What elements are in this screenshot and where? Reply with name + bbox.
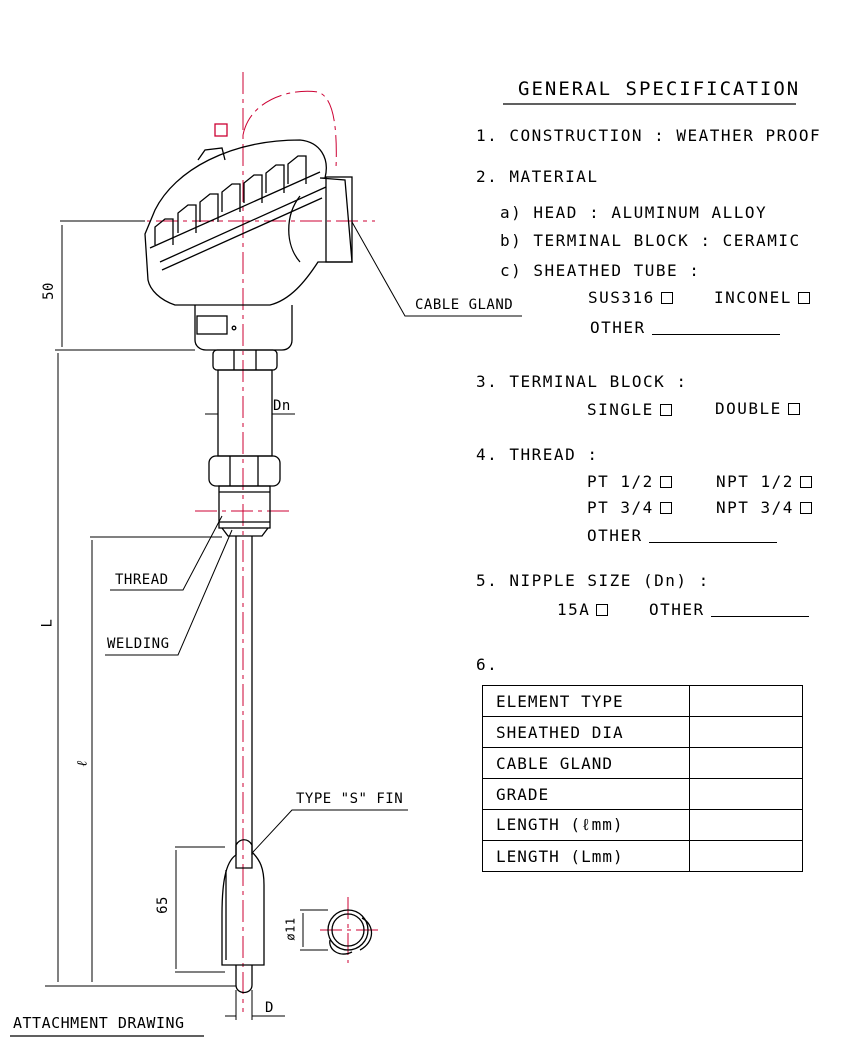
head-fins <box>154 155 307 245</box>
dim-65-label: 65 <box>154 896 171 914</box>
inconel-checkbox[interactable] <box>797 292 810 304</box>
pt12-checkbox[interactable] <box>659 476 672 488</box>
option-npt34: NPT 3/4 <box>716 498 812 517</box>
sus316-checkbox[interactable] <box>660 292 673 304</box>
table-cell-value[interactable] <box>689 809 803 841</box>
double-checkbox[interactable] <box>787 403 800 415</box>
table-row: GRADE <box>482 778 803 810</box>
table-cell-value[interactable] <box>689 716 803 748</box>
table-row: LENGTH (ℓmm) <box>482 809 803 841</box>
option-inconel-label: INCONEL <box>714 288 792 307</box>
spec-nipple-size: 5. NIPPLE SIZE (Dn) : <box>476 571 710 590</box>
spec-terminal-block-material: b) TERMINAL BLOCK : CERAMIC <box>500 231 801 250</box>
table-row: LENGTH (Lmm) <box>482 840 803 872</box>
other-nipple-field[interactable] <box>710 602 809 617</box>
option-other-thread-label: OTHER <box>587 526 643 545</box>
dim-l-label: ℓ <box>74 760 91 767</box>
other-material-field[interactable] <box>651 320 780 335</box>
option-sus316: SUS316 <box>588 288 673 307</box>
table-cell-label: LENGTH (ℓmm) <box>482 809 690 841</box>
option-other-thread: OTHER <box>587 526 777 545</box>
table-row: CABLE GLAND <box>482 747 803 779</box>
dim-D-label: D <box>265 1000 274 1016</box>
section-view <box>327 909 373 955</box>
spec-title: GENERAL SPECIFICATION <box>518 78 801 100</box>
spec-thread: 4. THREAD : <box>476 445 599 464</box>
leader-lines <box>105 221 522 853</box>
table-cell-label: CABLE GLAND <box>482 747 690 779</box>
dim-L-label: L <box>39 618 56 628</box>
option-other-nipple-label: OTHER <box>649 600 705 619</box>
table-cell-label: SHEATHED DIA <box>482 716 690 748</box>
option-double: DOUBLE <box>715 399 800 418</box>
npt12-checkbox[interactable] <box>799 476 812 488</box>
pt34-checkbox[interactable] <box>659 502 672 514</box>
option-other-material: OTHER <box>590 318 780 337</box>
option-sus316-label: SUS316 <box>588 288 655 307</box>
option-single-label: SINGLE <box>587 400 654 419</box>
option-pt34-label: PT 3/4 <box>587 498 654 517</box>
sheath-tube <box>221 536 265 994</box>
option-15a: 15A <box>557 600 609 619</box>
dim-50-label: 50 <box>40 282 57 300</box>
other-thread-field[interactable] <box>648 528 777 543</box>
spec-table: ELEMENT TYPE SHEATHED DIA CABLE GLAND GR… <box>482 685 803 872</box>
center-lines <box>120 72 378 1012</box>
option-double-label: DOUBLE <box>715 399 782 418</box>
table-cell-label: ELEMENT TYPE <box>482 685 690 717</box>
15a-checkbox[interactable] <box>596 604 609 616</box>
spec-sheathed-tube: c) SHEATHED TUBE : <box>500 261 701 280</box>
spec-item-6: 6. <box>476 655 499 674</box>
option-pt34: PT 3/4 <box>587 498 672 517</box>
option-other-material-label: OTHER <box>590 318 646 337</box>
option-pt12-label: PT 1/2 <box>587 472 654 491</box>
option-inconel: INCONEL <box>714 288 810 307</box>
spec-terminal-block: 3. TERMINAL BLOCK : <box>476 372 688 391</box>
option-15a-label: 15A <box>557 600 591 619</box>
dimensions <box>45 220 328 1020</box>
fin-label: TYPE "S" FIN <box>296 791 404 807</box>
table-cell-label: GRADE <box>482 778 690 810</box>
attachment-drawing-label: ATTACHMENT DRAWING <box>13 1014 185 1032</box>
table-cell-value[interactable] <box>689 747 803 779</box>
table-row: SHEATHED DIA <box>482 716 803 748</box>
nipple-assembly <box>208 349 281 537</box>
table-cell-label: LENGTH (Lmm) <box>482 840 690 872</box>
spec-construction: 1. CONSTRUCTION : WEATHER PROOF <box>476 126 822 145</box>
table-cell-value[interactable] <box>689 685 803 717</box>
option-npt34-label: NPT 3/4 <box>716 498 794 517</box>
dn-label: Dn <box>273 398 291 414</box>
dim-phi11-label: ø11 <box>283 917 298 941</box>
option-other-nipple: OTHER <box>649 600 809 619</box>
table-row: ELEMENT TYPE <box>482 685 803 717</box>
npt34-checkbox[interactable] <box>799 502 812 514</box>
single-checkbox[interactable] <box>659 404 672 416</box>
option-npt12: NPT 1/2 <box>716 472 812 491</box>
option-single: SINGLE <box>587 400 672 419</box>
option-pt12: PT 1/2 <box>587 472 672 491</box>
option-npt12-label: NPT 1/2 <box>716 472 794 491</box>
spec-material: 2. MATERIAL <box>476 167 599 186</box>
welding-label: WELDING <box>107 636 170 652</box>
spec-head: a) HEAD : ALUMINUM ALLOY <box>500 203 768 222</box>
cable-gland-label: CABLE GLAND <box>415 297 514 313</box>
table-cell-value[interactable] <box>689 778 803 810</box>
thread-label: THREAD <box>115 572 169 588</box>
table-cell-value[interactable] <box>689 840 803 872</box>
cable-arc <box>242 90 337 169</box>
terminal-head <box>144 123 353 351</box>
